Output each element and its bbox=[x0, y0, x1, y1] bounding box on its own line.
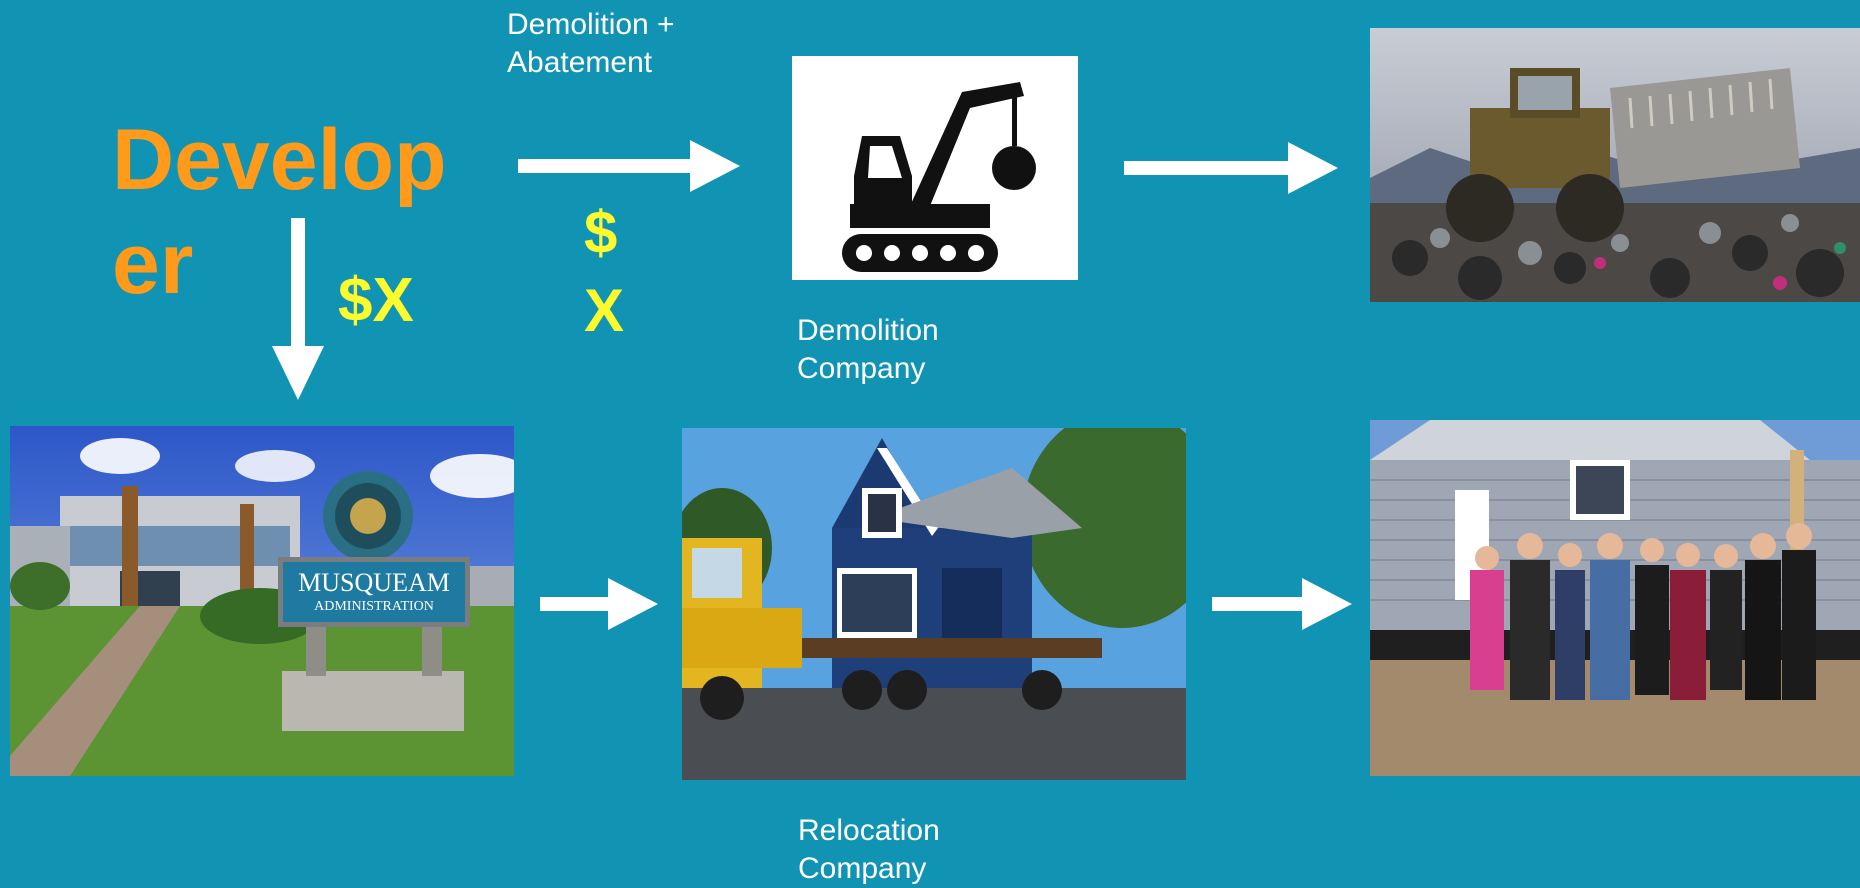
arrow-right-icon bbox=[1124, 142, 1338, 194]
developer-label: Develop er bbox=[112, 108, 452, 316]
community-group-photo bbox=[1370, 420, 1860, 776]
demolition-abatement-line1: Demolition + bbox=[507, 8, 675, 41]
demolition-company-line1: Demolition bbox=[797, 314, 939, 347]
arrow-right-icon bbox=[540, 578, 658, 630]
developer-label-line2: er bbox=[112, 216, 194, 312]
payment-top-line1: $ bbox=[584, 199, 618, 266]
musqueam-sign: MUSQUEAM ADMINISTRATION bbox=[283, 568, 465, 616]
house-relocation-photo bbox=[682, 428, 1186, 780]
musqueam-sign-line2: ADMINISTRATION bbox=[314, 599, 434, 614]
payment-left-label: $X bbox=[338, 266, 414, 335]
payment-top-label: $ X bbox=[584, 194, 624, 350]
relocation-company-line1: Relocation bbox=[798, 814, 940, 847]
arrow-down-icon bbox=[272, 218, 324, 400]
musqueam-sign-line1: MUSQUEAM bbox=[298, 568, 450, 597]
demolition-company-icon-box bbox=[792, 56, 1078, 280]
landfill-photo bbox=[1370, 28, 1860, 302]
relocation-company-label: Relocation Company bbox=[798, 812, 940, 888]
relocation-company-line2: Company bbox=[798, 852, 927, 885]
demolition-company-line2: Company bbox=[797, 352, 926, 385]
excavator-wrecking-ball-icon bbox=[842, 82, 1036, 272]
demolition-company-label: Demolition Company bbox=[797, 312, 939, 388]
demolition-abatement-label: Demolition + Abatement bbox=[507, 6, 675, 82]
arrow-right-icon bbox=[1212, 578, 1352, 630]
payment-top-line2: X bbox=[584, 277, 625, 344]
musqueam-administration-photo: MUSQUEAM ADMINISTRATION bbox=[10, 426, 514, 776]
arrow-right-icon bbox=[518, 140, 740, 192]
developer-label-line1: Develop bbox=[112, 112, 447, 208]
demolition-abatement-line2: Abatement bbox=[507, 46, 653, 79]
